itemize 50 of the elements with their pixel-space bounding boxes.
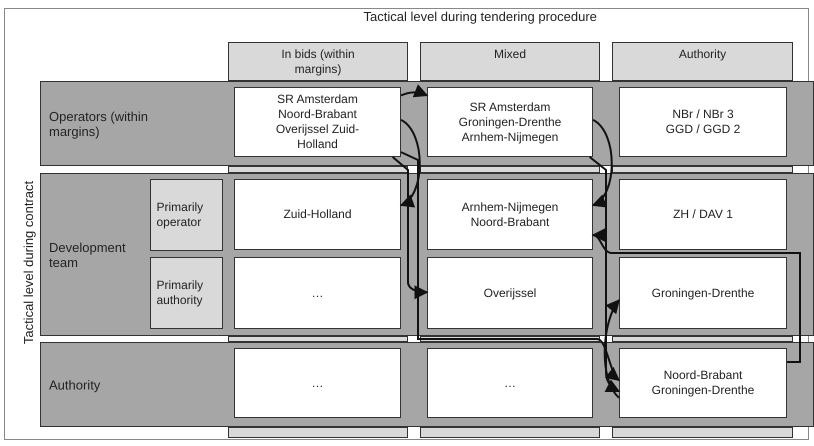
- arrow: [400, 119, 421, 206]
- row-header: Development team: [49, 240, 127, 270]
- matrix-cell: [234, 348, 401, 418]
- sub-row-label: Primarily operator: [156, 200, 204, 230]
- column-header: Authority: [678, 47, 726, 62]
- column-header-box: [420, 42, 600, 81]
- matrix-cell: [234, 257, 401, 329]
- matrix-cell: [619, 179, 787, 250]
- arrow: [592, 119, 613, 206]
- matrix-cell: [427, 257, 593, 329]
- matrix-cell: [427, 87, 593, 157]
- column-header-box: [228, 42, 408, 81]
- arrow: [400, 84, 428, 98]
- sub-row-box: [150, 179, 223, 251]
- cell-text: NBr / NBr 3 GGD / GGD 2: [664, 107, 742, 137]
- cell-text: SR Amsterdam Noord-Brabant Overijssel Zuid-Holland: [274, 92, 360, 152]
- row-band: [40, 81, 814, 166]
- arrow: [592, 230, 801, 363]
- cell-text: SR Amsterdam Groningen-Drenthe Arnhem-Nijmegen: [458, 100, 562, 144]
- arrow: [589, 156, 620, 392]
- column-header: In bids (within margins): [280, 47, 356, 77]
- cell-text: Noord-Brabant Groningen-Drenthe: [650, 368, 756, 398]
- row-header: Authority: [49, 377, 100, 392]
- axis-title: Tactical level during contract: [20, 180, 36, 344]
- column-header-box: [612, 42, 793, 81]
- row-band: [40, 173, 814, 336]
- column-header: Mixed: [494, 47, 526, 62]
- arrow: [400, 151, 620, 382]
- matrix-cell: [427, 179, 593, 250]
- cell-text: Overijssel: [484, 286, 536, 300]
- cell-text: Groningen-Drenthe: [652, 286, 754, 300]
- cell-text: Arnhem-Nijmegen Noord-Brabant: [460, 200, 560, 230]
- sub-row-box: [150, 257, 223, 329]
- cell-text: …: [504, 376, 516, 390]
- axis-title: Tactical level during tendering procedure: [364, 8, 597, 24]
- row-header: Operators (within margins): [49, 108, 149, 138]
- matrix-cell: [427, 348, 593, 418]
- matrix-cell: [234, 87, 401, 157]
- matrix-cell: [234, 179, 401, 250]
- cell-text: Zuid-Holland: [283, 207, 352, 222]
- arrow: [392, 156, 428, 299]
- matrix-cell: [619, 257, 787, 329]
- cell-text: …: [312, 376, 324, 390]
- row-band: [40, 342, 814, 427]
- matrix-cell: [619, 87, 787, 157]
- cell-text: ZH / DAV 1: [673, 207, 733, 222]
- arrow: [604, 299, 620, 398]
- matrix-cell: [619, 348, 787, 418]
- sub-row-label: Primarily authority: [156, 278, 204, 308]
- cell-text: …: [312, 286, 324, 300]
